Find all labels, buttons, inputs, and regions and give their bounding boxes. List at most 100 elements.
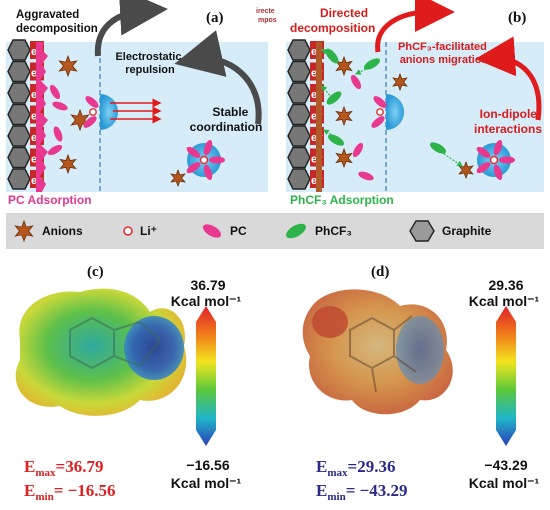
graphite-hexagon	[7, 60, 31, 83]
migration-arrow	[320, 49, 337, 57]
graphite-hexagon	[7, 146, 31, 169]
anion-star-icon	[14, 219, 34, 243]
pc-molecule	[358, 171, 374, 181]
pc-molecule	[476, 162, 491, 174]
pc-molecule	[371, 116, 385, 128]
pc-molecule	[85, 96, 99, 108]
panel-d: (d) 29.36 Kcal mol⁻¹ −43.29 Kcal mol⁻¹ E…	[302, 264, 540, 503]
graphite-hexagon	[7, 82, 31, 104]
pc-molecule	[350, 74, 362, 90]
pc-molecule	[499, 156, 515, 164]
anion-star-icon	[335, 147, 353, 169]
molecules-b	[320, 48, 515, 181]
pc-molecule	[83, 116, 97, 128]
pc-molecule-icon	[202, 224, 222, 238]
pc-molecule	[203, 164, 213, 181]
graphite-hexagon	[7, 103, 31, 126]
colorbar-c	[196, 306, 216, 446]
decomposition-curved-arrow	[94, 0, 168, 57]
partial-solvation-shell	[386, 94, 404, 130]
repulsion-arrows	[110, 98, 162, 124]
emax-d: Emax=29.36	[316, 457, 395, 479]
unit-top-d: Kcal mol⁻¹	[469, 293, 540, 309]
legend-anion-icon	[14, 219, 34, 243]
unit-bottom-c: Kcal mol⁻¹	[171, 475, 242, 491]
graphite-hexagon	[287, 60, 311, 83]
lithium-ion	[376, 108, 384, 116]
unit-top-c: Kcal mol⁻¹	[171, 293, 242, 309]
electrostatic-repulsion-text: Electrostatic repulsion	[115, 51, 184, 76]
graphite-hexagon	[287, 39, 311, 61]
pc-molecule	[493, 139, 503, 156]
pc-molecule	[52, 101, 68, 111]
legend-label-anions: Anions	[42, 224, 83, 238]
migration-arrow	[322, 129, 341, 141]
graphite-hexagon-icon	[409, 220, 435, 242]
scale-max-c: 36.79	[190, 277, 225, 293]
colorbar-d	[496, 306, 516, 446]
panel-label-b: (b)	[508, 10, 526, 26]
emin-c: Emin= −16.56	[24, 481, 116, 503]
phcf3-adsorption-layer	[316, 42, 322, 192]
graphite-hexagon	[7, 168, 31, 190]
pc-molecule	[49, 84, 61, 100]
anion-star-icon	[58, 54, 78, 78]
panel-label-a: (a)	[206, 10, 224, 26]
legend-label-pc: PC	[230, 224, 247, 238]
lithium-ion	[89, 108, 97, 116]
panel-label-c: (c)	[87, 264, 104, 280]
pc-molecule	[47, 144, 63, 156]
pc-molecule	[352, 142, 364, 158]
anions-migration-text: PhCF₃-facilitated anions migration	[398, 41, 490, 66]
lithium-ion	[199, 155, 209, 165]
anion-star-icon	[392, 72, 408, 92]
pc-molecule	[186, 162, 201, 174]
graphite-hexagon	[287, 103, 311, 126]
emax-c: Emax=36.79	[24, 457, 103, 479]
emin-d: Emin= −43.29	[316, 481, 408, 503]
directed-decomposition-curved-arrow	[375, 0, 455, 53]
unit-bottom-d: Kcal mol⁻¹	[469, 475, 540, 491]
ion-dipole-text: Ion-dipole interactions	[474, 107, 542, 136]
panel-label-d: (d)	[371, 264, 389, 280]
lithium-ion-icon	[123, 226, 133, 236]
panel-a: e⁻e⁻e⁻e⁻e⁻e⁻e⁻ (a) Aggravated decomposit…	[6, 0, 268, 207]
phcf3-molecule	[326, 91, 342, 105]
scale-min-c: −16.56	[186, 457, 229, 473]
directed-decomposition-text: Directed decomposition	[290, 6, 375, 35]
pc-molecule	[493, 164, 503, 181]
esp-surface-c	[15, 288, 187, 416]
pc-molecule	[53, 126, 63, 142]
faint-title-text: irecte mpos	[256, 8, 277, 24]
anion-star-icon	[335, 105, 353, 127]
pc-molecule	[209, 156, 225, 164]
pc-adsorption-layer	[36, 42, 48, 192]
phcf3-molecule	[327, 134, 345, 146]
phcf3-molecule	[363, 58, 381, 70]
pc-molecule	[203, 139, 213, 156]
scale-min-d: −43.29	[484, 457, 527, 473]
ion-dipole-curved-arrow	[475, 36, 542, 121]
stable-coordination-text: Stable coordination	[190, 105, 263, 134]
graphite-hexagon	[287, 146, 311, 169]
esp-surface-d	[302, 289, 453, 415]
graphite-hexagon	[287, 168, 311, 190]
legend-label-graphite: Graphite	[442, 224, 492, 238]
anion-star-icon	[59, 153, 77, 175]
legend-label-li: Li⁺	[140, 224, 157, 238]
graphite-hexagon	[287, 125, 311, 147]
aggravated-decomposition-text: Aggravated decomposition	[16, 9, 98, 35]
phcf3-adsorption-caption: PhCF₃ Adsorption	[290, 193, 394, 207]
graphite-hexagon	[287, 82, 311, 104]
molecules-a	[47, 54, 225, 188]
phcf3-molecule	[429, 142, 447, 154]
lithium-ion	[489, 155, 499, 165]
migration-arrow	[321, 85, 333, 99]
graphite-hexagon	[7, 125, 31, 147]
pc-molecule	[186, 146, 201, 158]
anion-star-icon	[70, 108, 90, 132]
migration-arrow	[437, 149, 463, 167]
phcf3-molecule-icon	[286, 223, 306, 239]
migration-arrow	[354, 65, 373, 75]
panel-c: (c) 36.79 Kcal mol⁻¹ −16.56 Kcal mol⁻¹ E…	[15, 264, 242, 503]
